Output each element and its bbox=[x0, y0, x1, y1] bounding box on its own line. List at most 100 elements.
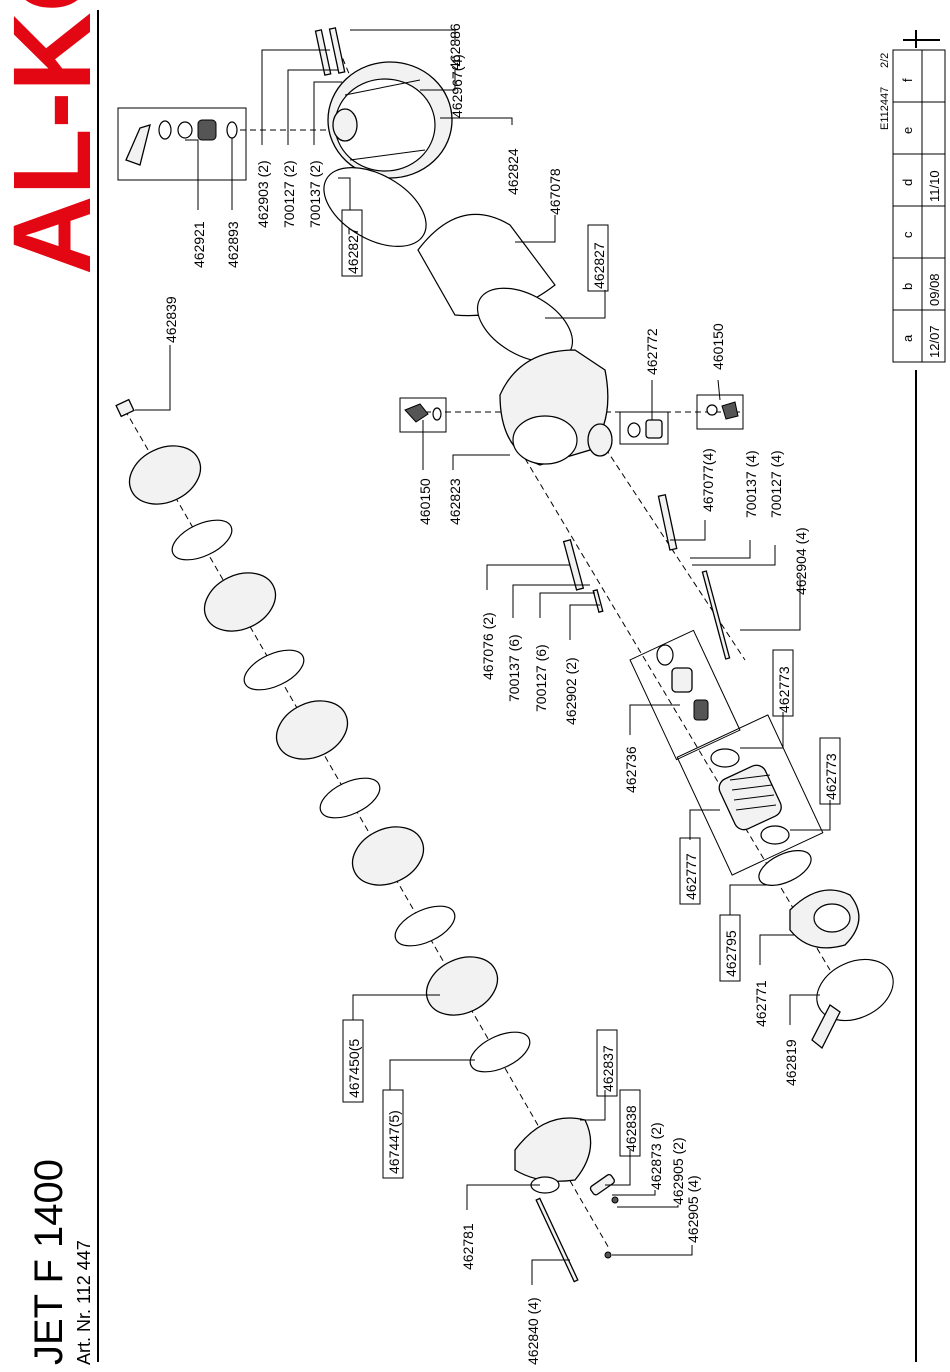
label-462771: 462771 bbox=[753, 980, 769, 1027]
label-462905-a: 462905 (2) bbox=[670, 1137, 686, 1205]
valve-left-460150 bbox=[404, 403, 429, 423]
label-462772: 462772 bbox=[644, 328, 660, 375]
bottom-housing-462837 bbox=[514, 1117, 592, 1194]
label-462886: 462886 bbox=[447, 23, 463, 70]
rev-letter-f: f bbox=[900, 78, 915, 82]
label-462902: 462902 (2) bbox=[563, 657, 579, 725]
rev-date-b: 09/08 bbox=[927, 273, 942, 306]
label-700127-b: 700127 (4) bbox=[768, 450, 784, 518]
label-462823: 462823 bbox=[447, 478, 463, 525]
logo-text: AL-KO bbox=[0, 0, 114, 275]
wrench-462819 bbox=[811, 958, 894, 1050]
label-462967: 462967(4) bbox=[449, 54, 465, 118]
rev-letter-b: b bbox=[900, 283, 915, 290]
tie-rod-462840 bbox=[535, 1197, 579, 1283]
sheet-number: 2/2 bbox=[879, 53, 891, 68]
callout-boxes bbox=[341, 209, 841, 1179]
label-462773-b: 462773 bbox=[823, 753, 839, 800]
label-462824: 462824 bbox=[505, 148, 521, 195]
label-462827-a: 462827 bbox=[345, 227, 361, 274]
screw-462905-a bbox=[611, 1196, 619, 1204]
rev-date-d: 11/10 bbox=[927, 170, 942, 202]
label-460150-b: 460150 bbox=[417, 478, 433, 525]
o-ring-462795 bbox=[758, 850, 812, 886]
label-462904: 462904 (4) bbox=[793, 527, 809, 595]
hose-connector-parts bbox=[125, 119, 238, 166]
label-462819: 462819 bbox=[783, 1039, 799, 1086]
screw-462905-b bbox=[604, 1251, 612, 1259]
rod-467076 bbox=[562, 539, 585, 591]
stage-1 bbox=[128, 445, 202, 505]
injector-parts bbox=[656, 644, 709, 721]
label-467447: 467447(5) bbox=[386, 1110, 402, 1174]
label-467078: 467078 bbox=[547, 168, 563, 215]
stage-stack bbox=[128, 445, 531, 1073]
ring-462773-bottom bbox=[760, 825, 790, 845]
label-467450: 467450(5 bbox=[346, 1039, 362, 1098]
valve-right-460150 bbox=[721, 401, 739, 420]
label-462893: 462893 bbox=[225, 221, 241, 268]
stage-4 bbox=[351, 826, 425, 886]
rev-letter-e: e bbox=[900, 127, 915, 134]
label-462905-b: 462905 (4) bbox=[685, 1175, 701, 1243]
label-700137-c: 700137 (6) bbox=[506, 634, 522, 702]
bolts-top bbox=[314, 27, 346, 76]
hose-connector-box bbox=[117, 107, 247, 181]
label-462873: 462873 (2) bbox=[648, 1122, 664, 1190]
label-462781: 462781 bbox=[460, 1223, 476, 1270]
label-462837: 462837 bbox=[600, 1045, 616, 1092]
stage-2 bbox=[203, 572, 277, 632]
rev-letter-c: c bbox=[900, 231, 915, 238]
label-700127-a: 700127 (2) bbox=[281, 160, 297, 228]
label-462838: 462838 bbox=[623, 1105, 639, 1152]
pump-housing-462823 bbox=[499, 349, 613, 466]
nut-462839 bbox=[115, 398, 135, 418]
plug-box-462772 bbox=[619, 411, 669, 445]
callout-labels: 462886 462967(4) 462824 467078 462827 46… bbox=[163, 23, 839, 1365]
filter-box-462777 bbox=[676, 714, 824, 876]
bracket-462838 bbox=[589, 1173, 615, 1196]
diffuser-4 bbox=[394, 905, 456, 947]
bolt-462902 bbox=[592, 589, 604, 613]
diffuser-2 bbox=[243, 649, 305, 691]
stage-5 bbox=[425, 956, 499, 1016]
o-ring-462827-top bbox=[323, 167, 427, 247]
label-460150-a: 460150 bbox=[710, 323, 726, 370]
label-700137-a: 700137 (2) bbox=[307, 160, 323, 228]
label-462777: 462777 bbox=[683, 853, 699, 900]
diffuser-1 bbox=[171, 519, 233, 561]
diffuser-5 bbox=[469, 1031, 531, 1073]
filter-lid-462771 bbox=[789, 889, 860, 949]
pump-top-cover bbox=[327, 61, 453, 179]
al-ko-logo: AL-KO bbox=[0, 0, 114, 275]
bolt-462904 bbox=[701, 570, 731, 660]
rev-date-a: 12/07 bbox=[927, 325, 942, 358]
label-462903: 462903 (2) bbox=[255, 160, 271, 228]
document-code: E112447 2/2 bbox=[879, 53, 891, 130]
label-462736: 462736 bbox=[623, 746, 639, 793]
label-462795: 462795 bbox=[723, 930, 739, 977]
label-462773-a: 462773 bbox=[776, 666, 792, 713]
label-700137-b: 700137 (4) bbox=[743, 450, 759, 518]
article-number: Art. Nr. 112 447 bbox=[74, 1240, 94, 1365]
document-code-text: E112447 bbox=[879, 87, 891, 130]
label-467077: 467077(4) bbox=[700, 448, 716, 512]
stage-3 bbox=[275, 700, 349, 760]
rev-letter-d: d bbox=[900, 179, 915, 186]
rod-467077 bbox=[657, 493, 678, 551]
rev-letter-a: a bbox=[900, 334, 915, 342]
label-462840: 462840 (4) bbox=[525, 1297, 541, 1365]
label-462921: 462921 bbox=[191, 221, 207, 268]
label-467076: 467076 (2) bbox=[480, 612, 496, 680]
model-title: JET F 1400 bbox=[27, 1159, 71, 1365]
revision-table: a b c d e f 12/07 09/08 11/10 bbox=[892, 49, 946, 363]
label-462827-b: 462827 bbox=[591, 242, 607, 289]
leader-lines bbox=[135, 29, 831, 1285]
label-700127-c: 700127 (6) bbox=[533, 644, 549, 712]
filter-cartridge bbox=[718, 764, 782, 831]
header-block: JET F 1400 Art. Nr. 112 447 bbox=[27, 1159, 94, 1365]
label-462839: 462839 bbox=[163, 296, 179, 343]
ring-462773-top bbox=[710, 748, 740, 768]
diffuser-3 bbox=[319, 777, 381, 819]
